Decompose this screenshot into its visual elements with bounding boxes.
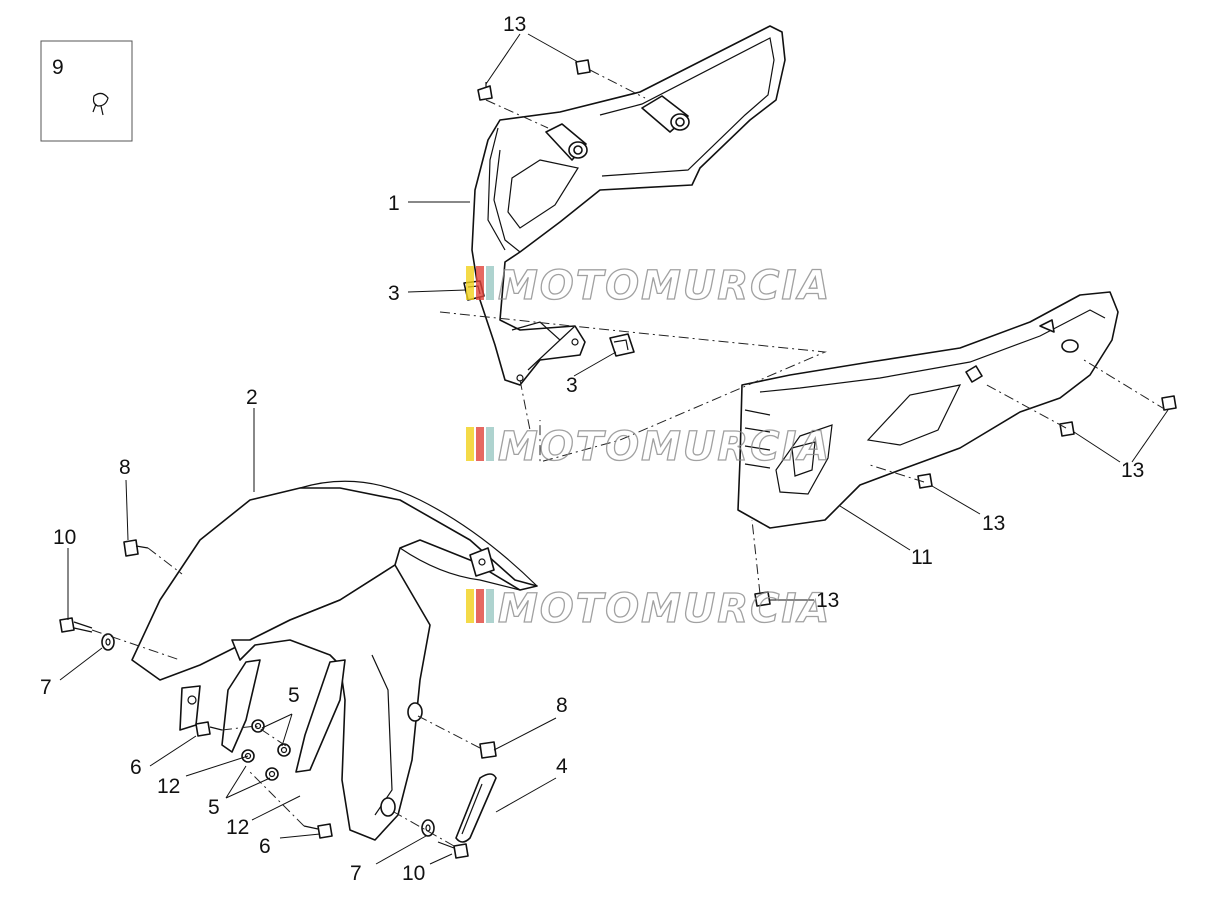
inset-box-part-9: 9 [40,40,133,142]
hardware-bolt-10b [437,841,469,859]
watermark-2: MOTOMURCIA [466,423,831,471]
hardware-bolt-10a [59,617,93,633]
callout-3b: 3 [566,374,578,397]
watermark-text-2: MOTOMURCIA [498,424,831,470]
part-11-side-panel [737,291,1119,529]
callout-13c: 13 [982,512,1005,535]
part-3-clip-b [609,333,635,357]
hardware-bolt-8a [123,539,149,557]
part-2-mudguard [131,480,538,841]
callout-13b: 13 [1121,459,1144,482]
hardware-nut-12b [265,767,279,781]
hardware-screw-13c [1161,395,1177,411]
part-1-side-panel [471,25,786,386]
assembly-lines [91,69,1167,847]
leader-lines [59,33,1169,865]
callout-5b: 5 [208,796,220,819]
callout-13a: 13 [503,13,526,36]
callout-13d: 13 [816,589,839,612]
callout-12b: 12 [226,816,249,839]
hardware-screw-13b [575,59,591,75]
hardware-washer-7a [101,633,115,651]
callout-7b: 7 [350,862,362,885]
callout-8a: 8 [119,456,131,479]
callout-4: 4 [556,755,568,778]
hardware-screw-6a [195,721,223,737]
callout-7a: 7 [40,676,52,699]
callout-8b: 8 [556,694,568,717]
hardware-screw-13a [477,82,493,101]
hardware-screw-6b [303,823,333,839]
grommet-upper [641,95,690,133]
callout-6a: 6 [130,756,142,779]
callout-11: 11 [911,546,933,569]
callout-labels: 13 1 3 3 2 8 10 7 5 6 12 5 12 6 7 10 8 4… [40,13,1144,885]
callout-10a: 10 [53,526,76,549]
callout-2: 2 [246,386,258,409]
callout-6b: 6 [259,835,271,858]
grommet-lower [545,123,588,161]
callout-12a: 12 [157,775,180,798]
watermark-3: MOTOMURCIA [466,585,831,633]
hardware-bolt-8b [479,741,497,759]
watermark-1: MOTOMURCIA [466,262,831,310]
hardware-screw-13d [1059,421,1075,437]
watermark-text-1: MOTOMURCIA [498,263,831,309]
clip-icon [92,92,109,116]
hardware-washer-7b [421,819,435,837]
callout-9: 9 [52,56,64,79]
watermark-text-3: MOTOMURCIA [498,586,831,632]
callout-10b: 10 [402,862,425,885]
part-4-insert [455,773,497,843]
hardware-nut-5b [277,743,291,757]
mudguard-bracket [469,547,495,577]
callout-5a: 5 [288,684,300,707]
hardware-screw-13f [754,591,771,607]
callout-3a: 3 [388,282,400,305]
callout-1: 1 [388,192,400,215]
